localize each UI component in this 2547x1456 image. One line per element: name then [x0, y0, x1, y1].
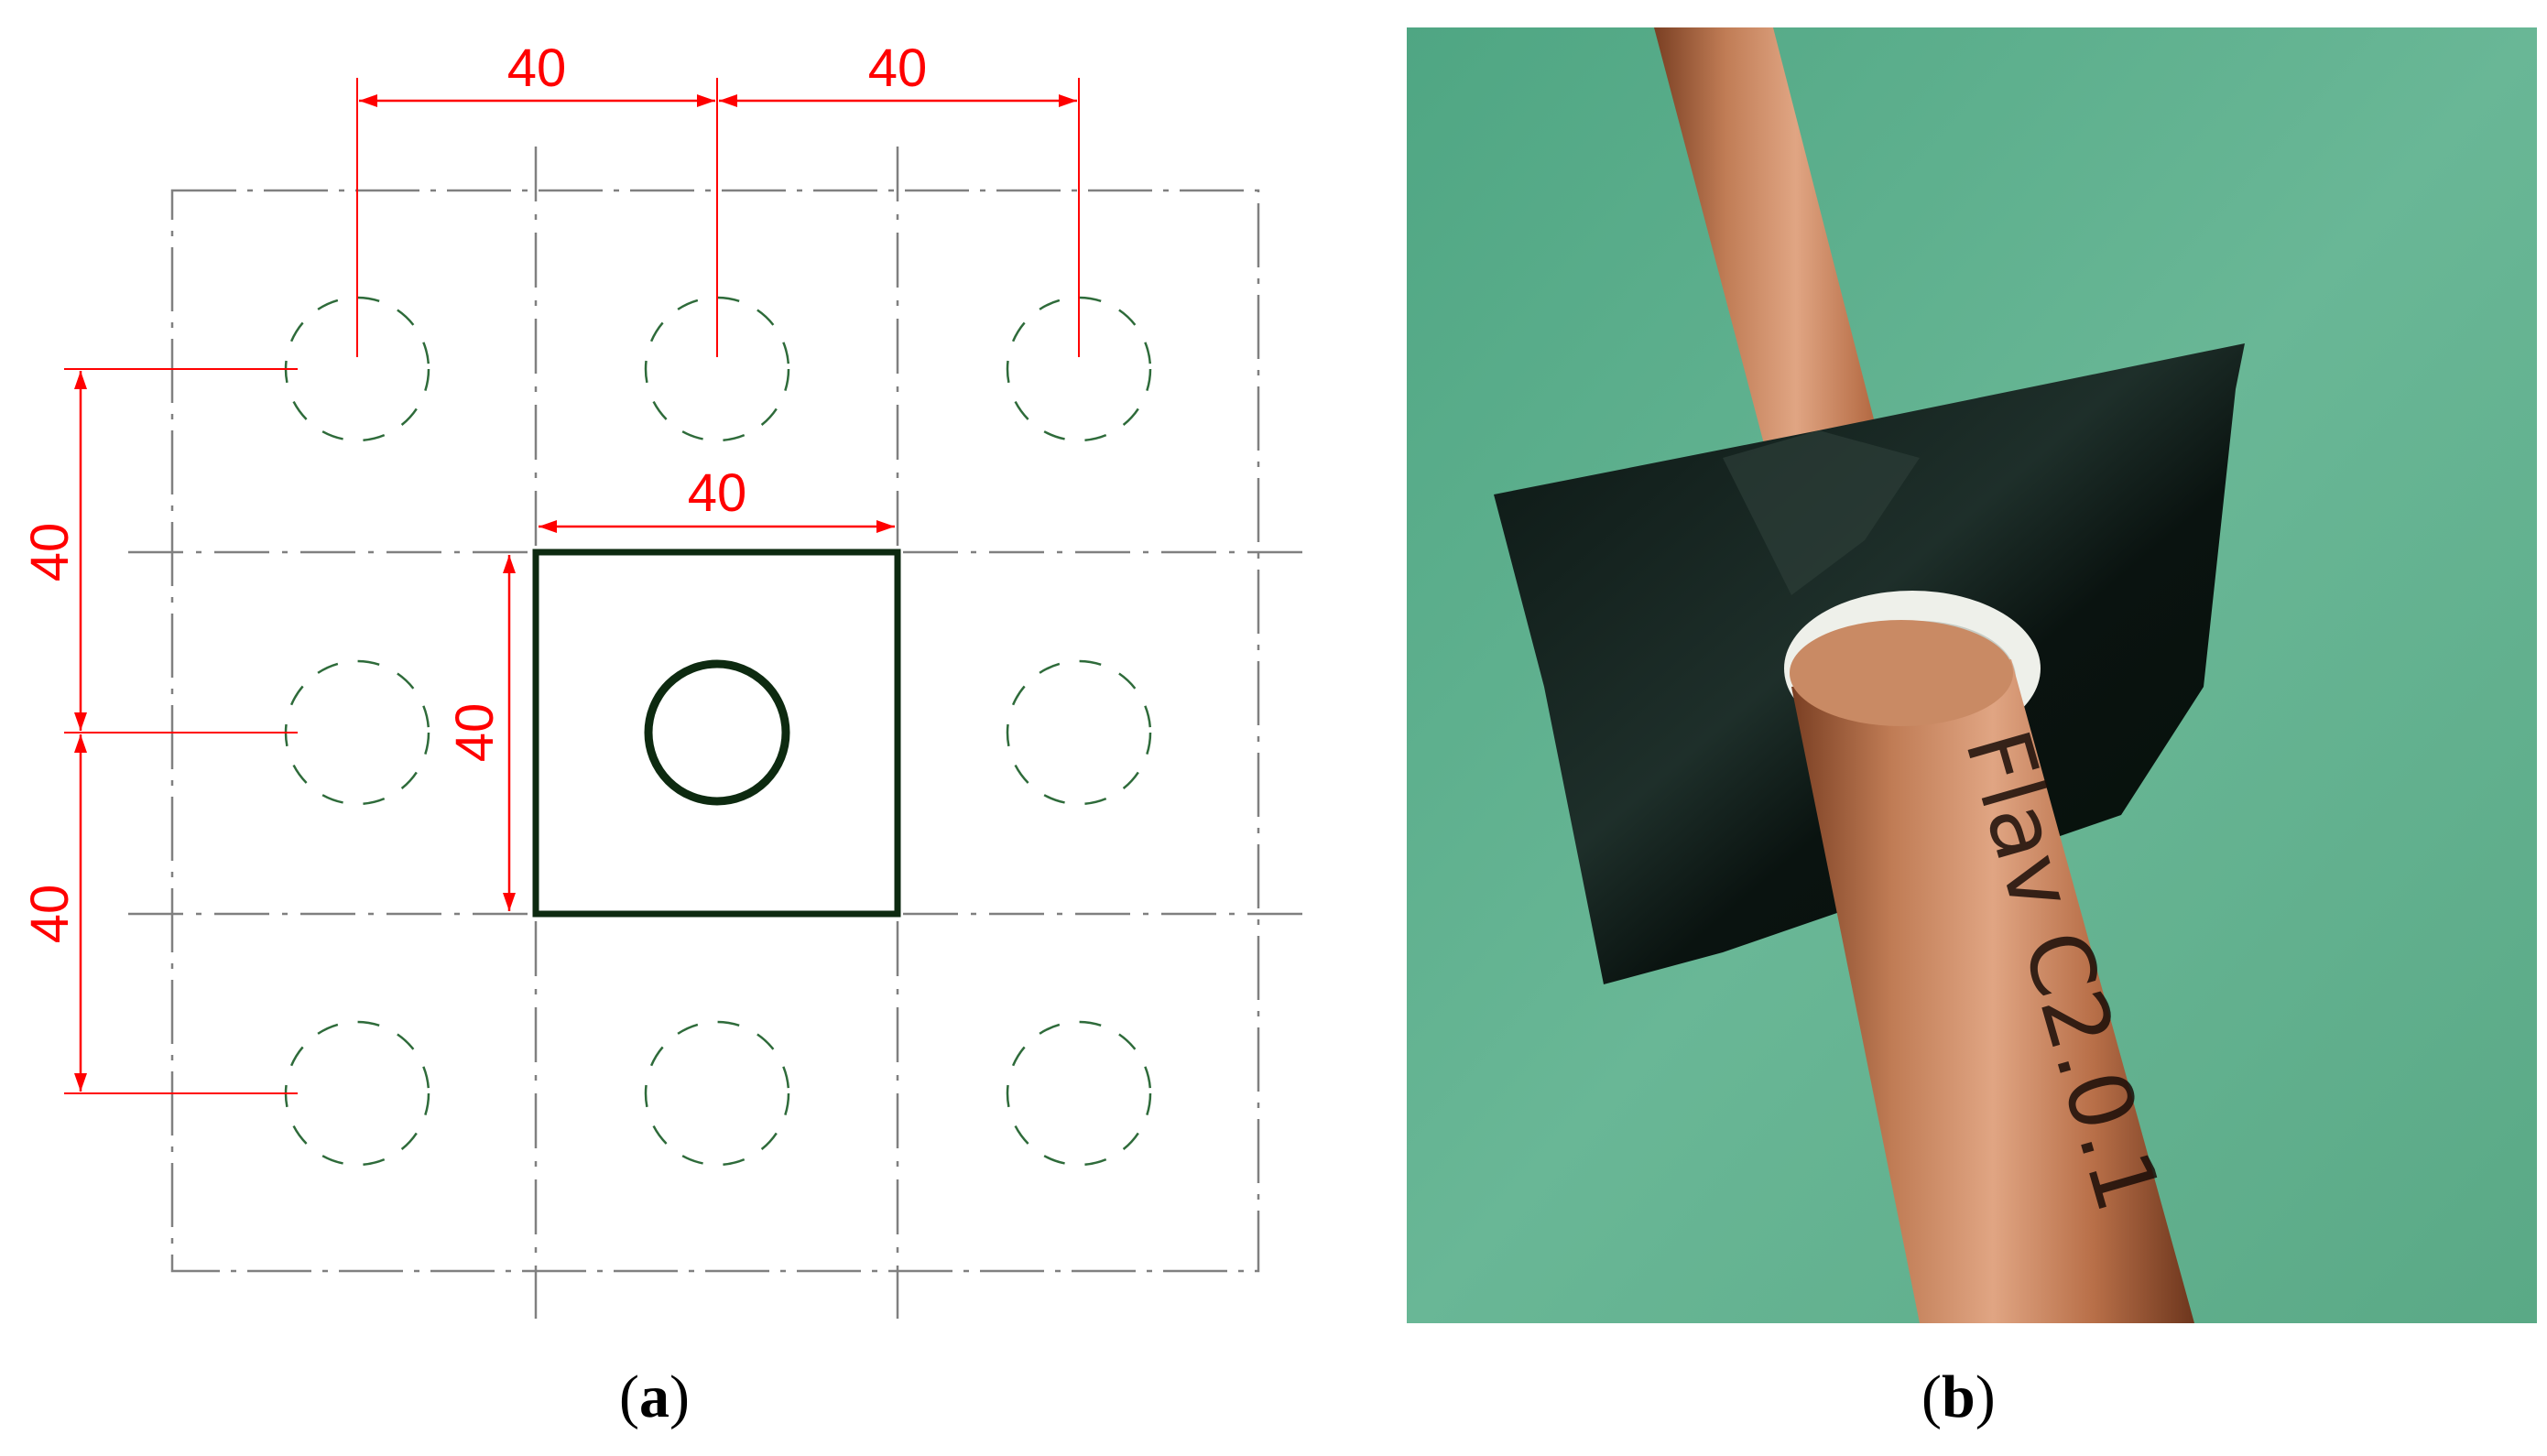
- caption-a-close: ): [669, 1364, 690, 1430]
- panel-b-photo: Flav C2.0.1: [1407, 27, 2537, 1323]
- dim-label-inner-top: 40: [688, 463, 747, 523]
- dim-label-left-upper: 40: [20, 523, 80, 582]
- caption-a: (a): [619, 1363, 690, 1432]
- outer-frame: [170, 189, 1260, 1273]
- caption-a-open: (: [619, 1364, 639, 1430]
- copper-tube-lower: [1790, 620, 2194, 1323]
- dim-label-inner-left: 40: [445, 703, 505, 763]
- caption-a-letter: a: [638, 1364, 669, 1430]
- specimen-square: [532, 549, 901, 918]
- caption-b: (b): [1921, 1363, 1996, 1432]
- tube-circle: [644, 659, 790, 806]
- panel-a-drawing: 40 40 40 40 40 40: [20, 38, 1305, 1319]
- plate-highlight: [1723, 430, 1920, 595]
- dim-label-top-left: 40: [507, 38, 567, 98]
- caption-b-letter: b: [1941, 1364, 1976, 1430]
- caption-b-close: ): [1975, 1364, 1996, 1430]
- caption-b-open: (: [1921, 1364, 1942, 1430]
- dashed-circles: [284, 296, 1152, 1167]
- extension-lines: [64, 78, 1080, 1094]
- dim-label-top-right: 40: [868, 38, 928, 98]
- dim-label-left-lower: 40: [20, 885, 80, 944]
- dimension-lines: [74, 94, 1077, 1092]
